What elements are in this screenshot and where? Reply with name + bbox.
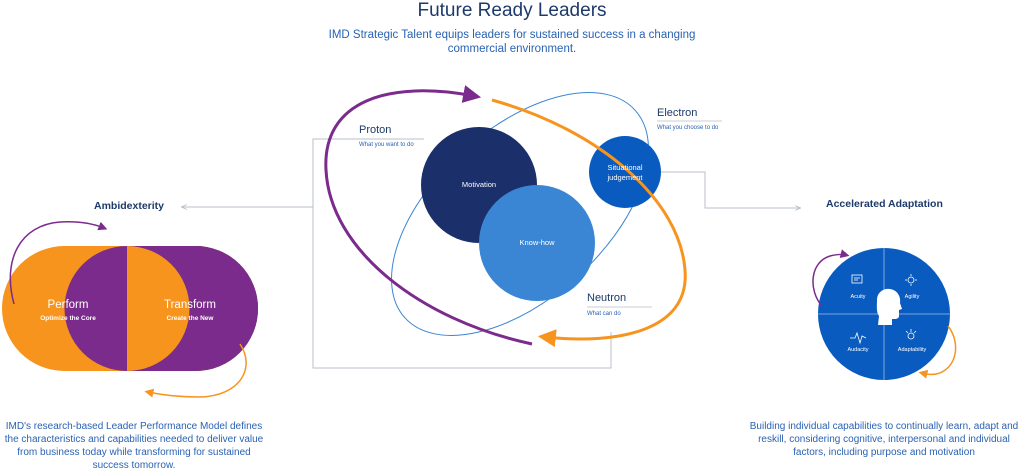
knowhow-text: Know-how bbox=[519, 238, 555, 247]
pill-orange-loop-arrow bbox=[144, 343, 247, 398]
agility-icon bbox=[905, 274, 917, 286]
electron-sub: What you choose to do bbox=[657, 125, 719, 131]
head-icon bbox=[876, 288, 902, 325]
transform-subtitle: Create the New bbox=[166, 315, 214, 322]
audacity-icon bbox=[850, 331, 867, 345]
page-title: Future Ready Leaders bbox=[417, 0, 607, 21]
ambidexterity-description: IMD's research-based Leader Performance … bbox=[4, 421, 264, 471]
quadrant-adaptability: Adaptability bbox=[897, 347, 927, 353]
proton-label: Proton bbox=[359, 124, 392, 136]
ambidexterity-label: Ambidexterity bbox=[94, 200, 165, 212]
adaptation-circle bbox=[818, 248, 950, 380]
adaptation-purple-loop-arrow bbox=[812, 249, 850, 307]
ambidexterity-pill bbox=[2, 246, 258, 371]
adaptation-description: Building individual capabilities to cont… bbox=[749, 421, 1019, 458]
page-subtitle: IMD Strategic Talent equips leaders for … bbox=[328, 29, 696, 55]
adaptability-icon bbox=[905, 329, 917, 340]
purple-swoosh-arrow bbox=[324, 85, 533, 346]
neutron-sub: What can do bbox=[587, 311, 621, 317]
adaptation-orange-loop-arrow bbox=[918, 325, 957, 379]
acuity-icon bbox=[851, 274, 863, 284]
adaptation-label: Accelerated Adaptation bbox=[826, 198, 943, 210]
connector-lines bbox=[182, 120, 800, 369]
perform-subtitle: Optimize the Core bbox=[40, 315, 96, 322]
situational-text: Situational judgement bbox=[607, 163, 643, 182]
knowhow-circle bbox=[479, 185, 595, 301]
electron-label: Electron bbox=[657, 107, 698, 119]
transform-title: Transform bbox=[164, 299, 216, 311]
quadrant-agility: Agility bbox=[904, 294, 920, 300]
motivation-text: Motivation bbox=[461, 180, 497, 189]
quadrant-audacity: Audacity bbox=[847, 347, 869, 353]
neutron-label: Neutron bbox=[587, 292, 627, 304]
proton-sub: What you want to do bbox=[359, 142, 414, 148]
pill-purple-loop-arrow bbox=[9, 221, 108, 305]
perform-title: Perform bbox=[47, 299, 89, 311]
quadrant-acuity: Acuity bbox=[850, 294, 866, 300]
orange-swoosh-arrow bbox=[491, 98, 687, 348]
